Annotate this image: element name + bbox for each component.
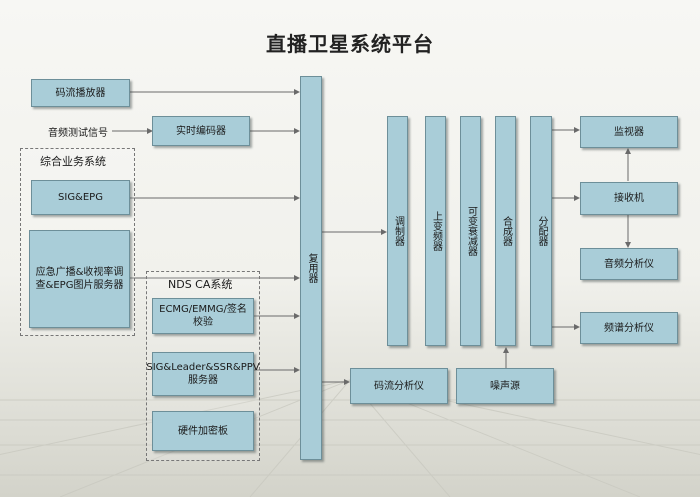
- sig-leader-server-box: SIG&Leader&SSR&PPV服务器: [146, 352, 260, 396]
- multiplexer-label: 复用器: [306, 253, 317, 283]
- modulator-box: 调制器: [387, 116, 408, 346]
- integrated-services-label: 综合业务系统: [40, 155, 106, 168]
- hardware-encryption-box: 硬件加密板: [152, 411, 254, 451]
- monitor-box: 监视器: [580, 116, 678, 148]
- page-title: 直播卫星系统平台: [266, 32, 434, 56]
- audio-test-signal-label: 音频测试信号: [48, 128, 108, 139]
- upconverter-box: 上变频器: [425, 116, 446, 346]
- attenuator-label: 可变衰减器: [465, 206, 477, 256]
- splitter-label: 分配器: [536, 216, 547, 246]
- combiner-label: 合成器: [500, 216, 512, 246]
- stream-analyzer-box: 码流分析仪: [350, 368, 448, 404]
- attenuator-box: 可变衰减器: [460, 116, 481, 346]
- modulator-label: 调制器: [392, 216, 404, 246]
- nds-ca-label: NDS CA系统: [168, 278, 233, 291]
- upconverter-label: 上变频器: [430, 211, 442, 251]
- emergency-server-box: 应急广播&收视率调查&EPG图片服务器: [29, 230, 130, 328]
- combiner-box: 合成器: [495, 116, 516, 346]
- ecmg-emmg-box: ECMG/EMMG/签名校验: [152, 298, 254, 334]
- splitter-box: 分配器: [530, 116, 552, 346]
- spectrum-analyzer-box: 频谱分析仪: [580, 312, 678, 344]
- audio-analyzer-box: 音频分析仪: [580, 248, 678, 280]
- multiplexer-box: 复用器: [300, 76, 322, 460]
- receiver-box: 接收机: [580, 182, 678, 215]
- realtime-encoder-box: 实时编码器: [152, 116, 250, 146]
- sig-epg-box: SIG&EPG: [31, 180, 130, 215]
- noise-source-box: 噪声源: [456, 368, 554, 404]
- stream-player-box: 码流播放器: [31, 79, 130, 107]
